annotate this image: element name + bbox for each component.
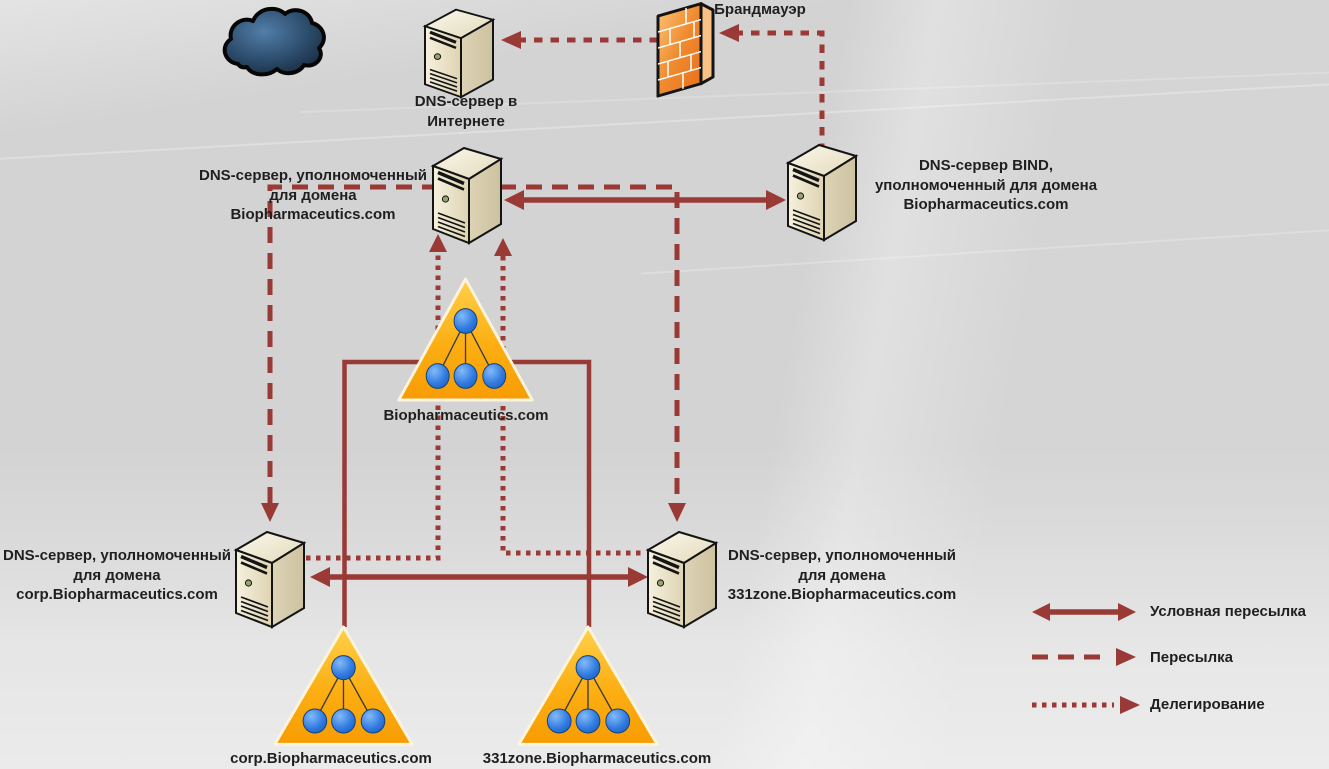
corp-dns-server-icon — [234, 530, 306, 629]
bind-dns-label: DNS-сервер BIND, уполномоченный для доме… — [874, 157, 1098, 213]
legend-label-conditional-forwarding: Условная пересылка — [1150, 603, 1307, 620]
internet-dns-server-icon — [423, 7, 495, 99]
zone331-zone-label: 331zone.Biopharmaceutics.com — [482, 750, 712, 767]
legend-solid-double-arrow — [1032, 603, 1136, 621]
arrow-conditional-forwarding-bottom — [310, 567, 648, 587]
zone331-dns-label: DNS-сервер, уполномоченный для домена 33… — [727, 547, 957, 603]
auth-root-dns-label: DNS-сервер, уполномоченный для домена Bi… — [198, 167, 427, 223]
zone331-dns-server-icon — [646, 530, 718, 629]
arrow-forwarding-to-child-servers — [261, 184, 686, 522]
arrow-conditional-forwarding-middle — [504, 190, 786, 210]
auth-root-dns-server-icon — [431, 146, 503, 245]
legend-label-delegation: Делегирование — [1150, 696, 1265, 713]
root-zone-label: Biopharmaceutics.com — [383, 407, 549, 424]
root-zone-triangle-icon — [397, 277, 534, 402]
arrow-forwarding-bind-to-firewall — [719, 24, 825, 152]
legend-dotted-arrow — [1032, 696, 1140, 714]
arrow-forwarding-firewall-to-internet — [501, 31, 658, 49]
legend-label-forwarding: Пересылка — [1150, 649, 1233, 666]
firewall-label: Брандмауэр — [714, 1, 806, 18]
bind-dns-server-icon — [786, 143, 858, 242]
zone-parent-link-line — [342, 359, 592, 627]
internet-cloud-icon — [222, 6, 326, 77]
corp-dns-label: DNS-сервер, уполномоченный для домена co… — [2, 547, 231, 603]
internet-dns-label: DNS-сервер в Интернете — [414, 93, 518, 130]
corp-zone-triangle-icon — [273, 625, 414, 746]
legend-dashed-arrow — [1032, 648, 1136, 666]
corp-zone-label: corp.Biopharmaceutics.com — [230, 750, 432, 767]
arrow-delegation-corp — [306, 234, 447, 561]
zone331-zone-triangle-icon — [517, 625, 659, 746]
arrow-delegation-331zone — [494, 238, 646, 556]
